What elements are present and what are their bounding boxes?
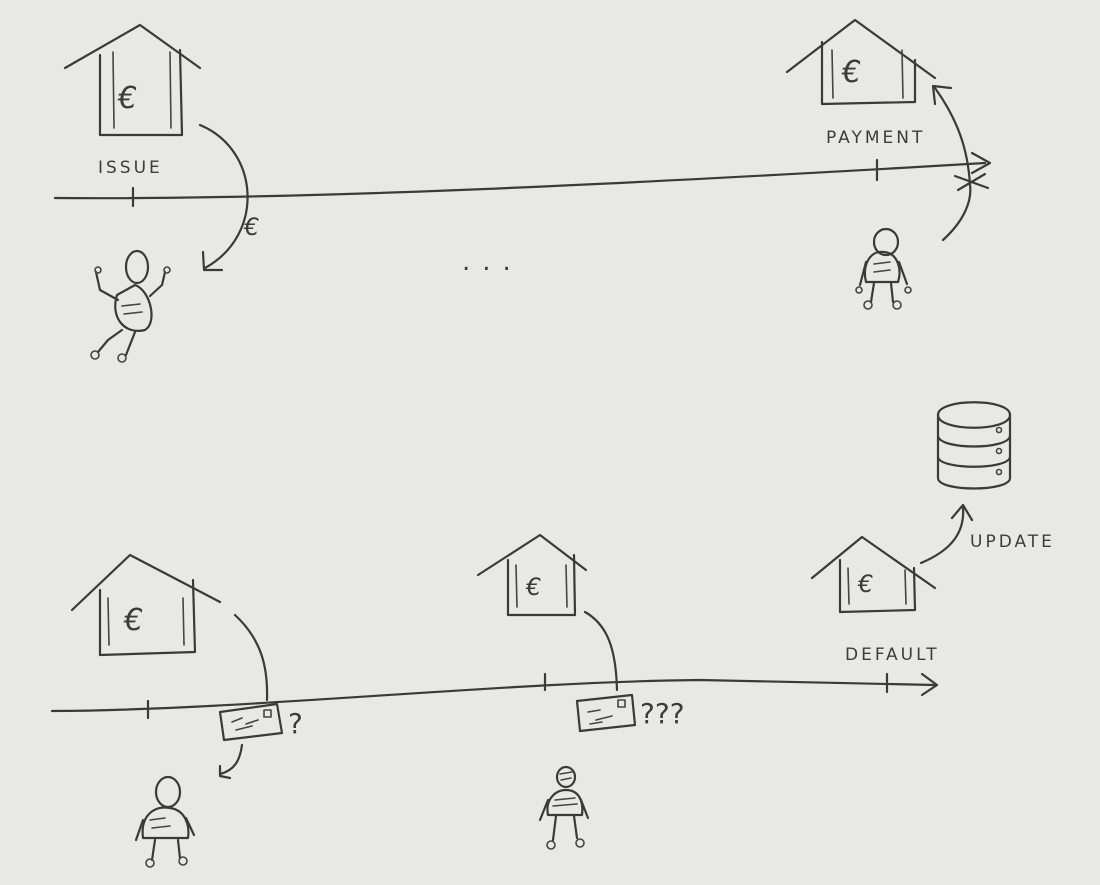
default-house-icon: €: [810, 535, 937, 614]
euro-transfer-arrow: €: [198, 123, 259, 272]
question-mark-triple: ???: [640, 697, 685, 730]
bottom-arrow-to-person: [218, 743, 244, 780]
payment-house-euro: €: [841, 55, 861, 90]
bottom-house-2-icon: €: [476, 533, 588, 617]
bottom-arrow-2: [583, 610, 619, 692]
ellipsis: ...: [462, 247, 523, 277]
bottom-house-1-euro: €: [123, 603, 143, 638]
issue-house-icon: €: [63, 23, 202, 137]
bottom-house-1-icon: €: [70, 553, 222, 657]
issue-house-euro: €: [117, 81, 137, 116]
bottom-house-2-euro: €: [525, 573, 541, 601]
worried-person-icon: [855, 227, 912, 310]
default-house-euro: €: [857, 570, 873, 598]
happy-person-icon: [90, 249, 171, 363]
confused-person-2-icon: [538, 765, 590, 850]
update-label: UPDATE: [970, 532, 1055, 552]
transfer-euro: €: [243, 213, 259, 241]
statement-card-1-icon: [218, 702, 284, 742]
database-icon: [936, 401, 1012, 490]
statement-card-2-icon: [575, 693, 637, 733]
confused-person-1-icon: [134, 775, 196, 868]
default-label: DEFAULT: [845, 645, 940, 665]
bottom-timeline: [50, 672, 939, 720]
payment-house-icon: €: [785, 18, 937, 106]
bottom-arrow-1: [233, 613, 269, 702]
failed-payment-arrow: [931, 84, 990, 242]
issue-label: ISSUE: [98, 158, 163, 178]
update-arrow: [919, 503, 974, 565]
top-timeline: [53, 151, 992, 208]
payment-label: PAYMENT: [826, 128, 925, 148]
question-mark-single: ?: [288, 707, 303, 740]
